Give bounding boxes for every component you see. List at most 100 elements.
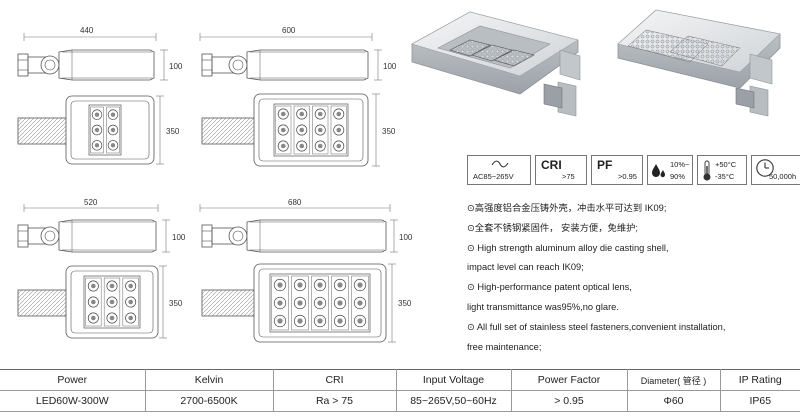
led-lens-center [336,127,342,133]
led-lens-center [109,299,115,305]
drawing-440: 440 100 350 [17,26,183,165]
luminaire-render-angled [617,9,781,117]
lens-module [312,105,329,155]
temperature-min: -35°C [715,172,735,181]
spec-voltage: AC85~265V [467,155,531,185]
led-lens-center [317,111,323,117]
depth-dimension: 350 [169,299,183,308]
led-lens-center [299,143,305,149]
led-lens-center [297,318,303,324]
spec-cri: CRI >75 [535,155,587,185]
lens-module [331,275,349,331]
led-lens-center [94,143,100,148]
depth-dimension: 350 [166,127,180,136]
header-power-factor: Power Factor [510,369,628,391]
drawing-520: 520 100 350 [17,198,186,339]
spec-icons: AC85~265V CRI >75 PF >0.95 10%~ 90% +50°… [467,155,800,185]
led-lens-center [109,283,115,289]
header-input-voltage: Input Voltage [395,369,512,391]
height-dimension: 100 [399,233,413,242]
feature-line: free maintenance; [467,341,542,352]
width-dimension: 440 [80,26,94,35]
lens-module [122,277,139,327]
lens-module [275,105,292,155]
led-lens-center [336,143,342,149]
led-lens-center [337,300,343,306]
width-dimension: 680 [288,198,302,207]
header-power: Power [0,369,146,391]
cell-cri: Ra > 75 [272,390,397,412]
led-lens-center [317,318,323,324]
led-lens-center [110,112,116,117]
led-lens-center [128,315,133,321]
luminaire-render-lenses-down [411,11,581,117]
cell-input-voltage: 85~265V,50~60Hz [395,390,512,412]
led-lens-center [297,282,303,288]
depth-dimension: 350 [398,299,412,308]
led-lens-center [317,282,323,288]
cell-kelvin: 2700-6500K [144,390,274,412]
feature-list: ⊙高强度铝合金压铸外壳，冲击水平可达到 IK09; ⊙全套不锈钢紧固件， 安装方… [467,199,797,357]
spec-lifetime: 50,000h [751,155,800,185]
pf-value: >0.95 [618,172,637,181]
lens-module [311,275,329,331]
feature-line: impact level can reach IK09; [467,262,584,273]
lens-module [90,106,104,154]
cell-power-factor: > 0.95 [510,390,628,412]
led-lens-center [110,143,116,148]
drawing-600: 600 100 350 [199,26,397,167]
spec-temperature: +50°C -35°C [697,155,747,185]
led-lens-center [280,127,286,133]
led-lens-center [94,127,100,133]
lens-module [271,275,289,331]
lens-module [330,105,347,155]
led-lens-center [297,300,303,306]
led-lens-center [317,127,323,133]
cell-power: LED60W-300W [0,390,146,412]
cell-ip-rating: IP65 [719,390,800,412]
led-lens-center [110,127,116,133]
depth-dimension: 350 [382,127,396,136]
led-lens-center [357,318,363,324]
spec-power-factor: PF >0.95 [591,155,643,185]
technical-drawings: 440 100 350 600 [17,26,413,343]
humidity-bottom: 90% [670,172,686,181]
header-diameter: Diameter( 管径 ) [626,369,721,391]
height-dimension: 100 [169,62,183,71]
led-lens-center [109,315,115,321]
lifetime-value: 50,000h [769,172,797,181]
led-lens-center [94,112,100,117]
header-kelvin: Kelvin [144,369,274,391]
header-cri: CRI [272,369,397,391]
feature-line: light transmittance was95%,no glare. [467,301,619,312]
product-renders [411,9,781,117]
width-dimension: 600 [282,26,296,35]
height-dimension: 100 [383,62,397,71]
feature-line: ⊙全套不锈钢紧固件， 安装方便，免维护; [467,222,639,233]
feature-line: ⊙高强度铝合金压铸外壳，冲击水平可达到 IK09; [467,203,667,213]
led-lens-center [128,299,133,305]
spec-humidity: 10%~ 90% [647,155,693,185]
pf-title: PF [597,158,613,172]
led-lens-center [91,315,96,321]
header-ip-rating: IP Rating [719,369,800,391]
lens-module [351,275,369,331]
humidity-top: 10%~ [670,160,690,169]
cri-title: CRI [541,158,562,172]
led-lens-center [91,283,96,289]
lens-module [293,105,310,155]
water-drops-icon [652,164,665,178]
led-lens-center [337,318,343,324]
thermometer-icon [703,160,711,181]
table-row: LED60W-300W 2700-6500K Ra > 75 85~265V,5… [0,390,800,412]
led-lens-center [336,111,342,117]
width-dimension: 520 [84,198,98,207]
ac-wave-icon [491,160,509,168]
clock-icon [756,159,774,177]
led-lens-center [357,282,363,288]
lens-module [103,277,121,327]
led-lens-center [277,318,283,324]
led-lens-center [128,283,133,289]
led-lens-center [299,127,305,133]
height-dimension: 100 [172,233,186,242]
